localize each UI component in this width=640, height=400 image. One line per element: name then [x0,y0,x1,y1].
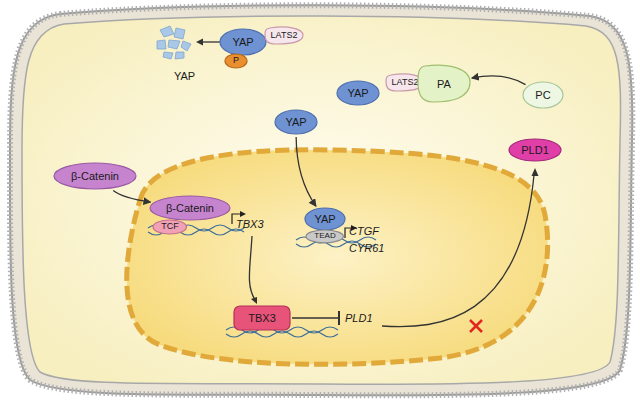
beta-catenin-protein: β-Catenin [53,162,137,190]
node-label: YAP [347,87,368,99]
node-label: P [233,56,239,66]
node-label: PC [535,89,550,101]
pc-lipid: PC [522,81,564,109]
node-label: β-Catenin [71,170,119,182]
node-label: YAP [285,116,306,128]
node-label: YAP [232,36,253,48]
gene-label: CTGF [349,225,379,237]
yap-protein: YAP [274,109,318,135]
tcf-factor: TCF [152,219,188,235]
gene-label: TBX3 [236,218,264,230]
node-label: PLD1 [521,144,549,156]
node-label: TCF [161,222,179,232]
lats2-protein: LATS2 [264,27,304,45]
arrow-connector [296,137,316,206]
tead-factor: TEAD [305,229,344,244]
degraded-yap-label: YAP [174,70,195,82]
phospho-circle: P [224,53,248,69]
node-label: LATS2 [392,78,419,88]
node-label: YAP [314,213,335,225]
yap-protein: YAP [304,207,346,231]
gene-label: PLD1 [345,312,373,324]
node-label: TEAD [314,232,335,241]
node-label: TBX3 [248,312,276,324]
arrow-connector [472,76,526,85]
yap-protein: YAP [219,28,267,56]
node-label: β-Catenin [166,202,214,214]
yap-protein: YAP [336,80,380,106]
gene-label: CYR61 [349,242,384,254]
pld1-protein: PLD1 [508,138,562,162]
pa-lipid: PA [417,65,471,103]
tbx3-protein: TBX3 [233,305,291,331]
node-label: PA [437,78,451,90]
beta-catenin-protein: β-Catenin [149,195,231,221]
node-label: LATS2 [271,31,298,41]
arrow-connector [113,191,150,203]
